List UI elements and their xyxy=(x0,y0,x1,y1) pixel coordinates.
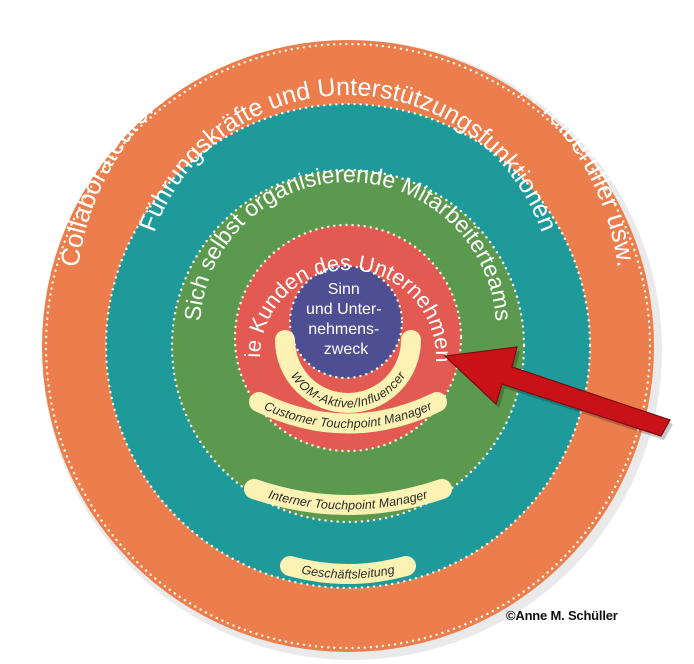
outer-ring-dotted-border xyxy=(44,42,652,650)
fourth-ring-dotted-border xyxy=(233,223,463,453)
center-label: Sinn und Unter- nehmens- zweck xyxy=(306,281,386,358)
internal-touchpoint-pill xyxy=(244,479,452,515)
center-circle xyxy=(290,266,402,378)
red-arrow xyxy=(443,346,671,437)
third-ring-dotted-border xyxy=(170,168,526,524)
center-dotted-border xyxy=(288,264,404,380)
management-pill xyxy=(280,556,416,584)
management-label: Geschäftsleitung xyxy=(300,563,395,582)
second-ring-dotted-border xyxy=(104,102,592,590)
customer-touchpoint-pill xyxy=(249,392,447,434)
wom-pill xyxy=(275,330,421,413)
copyright-text: ©Anne M. Schüller xyxy=(506,608,618,623)
